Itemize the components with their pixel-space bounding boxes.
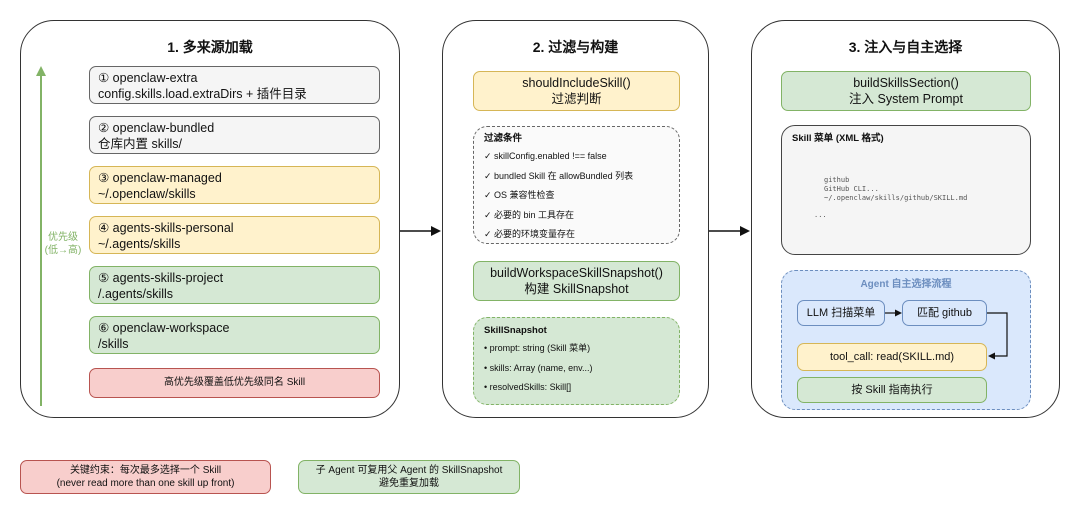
skill-menu-box: Skill 菜单 (XML 格式) github GitHub CLI... ~…	[781, 125, 1031, 255]
menu-line: GitHub CLI...	[824, 185, 879, 193]
build-skills-section-box: buildSkillsSection() 注入 System Prompt	[781, 71, 1031, 111]
flow-arrow-icon	[709, 226, 750, 236]
source-path: config.skills.load.extraDirs + 插件目录	[98, 87, 307, 101]
should-include-skill-box: shouldIncludeSkill() 过滤判断	[473, 71, 680, 111]
snapshot-field: • resolvedSkills: Skill[]	[484, 382, 572, 392]
reuse-note: 子 Agent 可复用父 Agent 的 SkillSnapshot 避免重复加…	[298, 460, 520, 494]
constraint-line: 关键约束：每次最多选择一个 Skill	[69, 465, 222, 476]
agent-flow-title: Agent 自主选择流程	[860, 279, 952, 290]
panel-filter-build: 2. 过滤与构建 shouldIncludeSkill() 过滤判断 过滤条件 …	[442, 20, 709, 418]
step-text: LLM 扫描菜单	[806, 307, 876, 319]
source-openclaw-bundled: ② openclaw-bundled 仓库内置 skills/	[89, 116, 380, 154]
menu-line: ...	[814, 211, 827, 219]
step-arrow-icon	[987, 312, 1008, 360]
source-path: 仓库内置 skills/	[98, 137, 183, 151]
snapshot-field: • skills: Array (name, env...)	[484, 362, 593, 373]
source-openclaw-extra: ① openclaw-extra config.skills.load.extr…	[89, 66, 380, 104]
build-func: buildWorkspaceSkillSnapshot()	[490, 266, 663, 280]
source-path: ~/.openclaw/skills	[98, 187, 196, 201]
constraint-note: 关键约束：每次最多选择一个 Skill (never read more tha…	[20, 460, 271, 494]
filter-desc: 过滤判断	[551, 92, 602, 106]
source-openclaw-managed: ③ openclaw-managed ~/.openclaw/skills	[89, 166, 380, 204]
source-name: ⑤ agents-skills-project	[98, 271, 224, 285]
step-text: tool_call: read(SKILL.md)	[829, 351, 955, 363]
step-text: 按 Skill 指南执行	[851, 384, 933, 396]
priority-label: 优先级 (低→高)	[43, 231, 83, 257]
condition-item: ✓ 必要的 bin 工具存在	[484, 209, 575, 220]
inject-func: buildSkillsSection()	[853, 76, 959, 90]
flow-arrow-icon	[400, 226, 441, 236]
priority-label-line1: 优先级	[48, 232, 78, 243]
source-name: ③ openclaw-managed	[98, 171, 222, 185]
source-name: ⑥ openclaw-workspace	[98, 321, 230, 335]
priority-label-line2: (低→高)	[44, 245, 82, 256]
panel-title: 1. 多来源加载	[167, 39, 253, 55]
reuse-line: 子 Agent 可复用父 Agent 的 SkillSnapshot	[315, 465, 503, 476]
step-text: 匹配 github	[916, 307, 973, 319]
build-snapshot-box: buildWorkspaceSkillSnapshot() 构建 SkillSn…	[473, 261, 680, 301]
panel-title: 3. 注入与自主选择	[848, 39, 963, 55]
snapshot-field: • prompt: string (Skill 菜单)	[484, 343, 591, 353]
panel-multi-source-loading: 1. 多来源加载 优先级 (低→高) ① openclaw-extra conf…	[20, 20, 400, 418]
panel-inject-select: 3. 注入与自主选择 buildSkillsSection() 注入 Syste…	[751, 20, 1060, 418]
source-path: /skills	[98, 337, 129, 351]
agent-selection-flow: Agent 自主选择流程 LLM 扫描菜单 匹配 github tool_cal…	[781, 270, 1031, 410]
condition-item: ✓ skillConfig.enabled !== false	[484, 151, 607, 161]
skill-snapshot-box: SkillSnapshot • prompt: string (Skill 菜单…	[473, 317, 680, 405]
override-note: 高优先级覆盖低优先级同名 Skill	[89, 368, 380, 398]
tool-call-read-step: tool_call: read(SKILL.md)	[797, 343, 987, 371]
source-name: ② openclaw-bundled	[98, 121, 215, 135]
source-openclaw-workspace: ⑥ openclaw-workspace /skills	[89, 316, 380, 354]
source-name: ④ agents-skills-personal	[98, 221, 234, 235]
override-note-text: 高优先级覆盖低优先级同名 Skill	[163, 377, 306, 388]
source-agents-skills-project: ⑤ agents-skills-project /.agents/skills	[89, 266, 380, 304]
panel-title: 2. 过滤与构建	[532, 39, 619, 55]
condition-item: ✓ bundled Skill 在 allowBundled 列表	[484, 170, 634, 181]
conditions-title: 过滤条件	[484, 133, 523, 144]
inject-desc: 注入 System Prompt	[849, 92, 963, 106]
build-desc: 构建 SkillSnapshot	[524, 282, 629, 296]
llm-scan-menu-step: LLM 扫描菜单	[797, 300, 885, 326]
reuse-line: 避免重复加载	[379, 478, 439, 489]
source-path: ~/.agents/skills	[98, 237, 181, 251]
menu-title: Skill 菜单 (XML 格式)	[792, 133, 884, 144]
constraint-line: (never read more than one skill up front…	[56, 478, 235, 489]
source-path: /.agents/skills	[98, 287, 174, 301]
filter-conditions-box: 过滤条件 ✓ skillConfig.enabled !== false ✓ b…	[473, 126, 680, 244]
match-github-step: 匹配 github	[902, 300, 987, 326]
filter-func: shouldIncludeSkill()	[522, 76, 631, 90]
source-agents-skills-personal: ④ agents-skills-personal ~/.agents/skill…	[89, 216, 380, 254]
execute-skill-step: 按 Skill 指南执行	[797, 377, 987, 403]
priority-arrow-icon	[36, 66, 46, 406]
menu-line: github	[824, 176, 850, 184]
snapshot-title: SkillSnapshot	[484, 325, 547, 336]
condition-item: ✓ 必要的环境变量存在	[484, 229, 576, 239]
step-arrow-icon	[885, 309, 902, 317]
condition-item: ✓ OS 兼容性检查	[484, 190, 555, 200]
menu-xml: github GitHub CLI... ~/.openclaw/skills/…	[792, 176, 1020, 220]
menu-line: ~/.openclaw/skills/github/SKILL.md	[824, 194, 968, 202]
source-name: ① openclaw-extra	[98, 71, 198, 85]
